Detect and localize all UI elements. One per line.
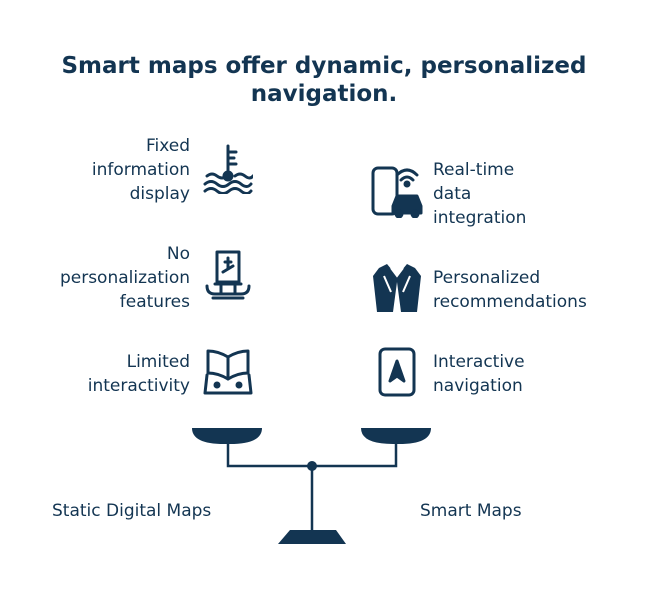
left-item-label-1: Fixed information display	[91, 136, 190, 204]
right-item-label-2: Personalized recommendations	[433, 268, 587, 312]
left-item-label-3: Limited interactivity	[87, 352, 190, 396]
thermometer-waves-icon	[203, 144, 253, 194]
scale-pivot	[307, 461, 317, 471]
right-item-label-1: Real-time data integration	[433, 160, 527, 228]
left-item-label-2: No personalization features	[59, 244, 190, 312]
right-item-label-3: Interactive navigation	[433, 352, 525, 396]
left-pan	[192, 428, 262, 444]
scale-base	[278, 530, 346, 544]
scale-beam	[226, 444, 398, 530]
right-side-label: Smart Maps	[420, 501, 522, 521]
phone-navigation-icon	[378, 347, 416, 399]
left-side-label: Static Digital Maps	[52, 501, 212, 521]
phone-car-signal-icon	[371, 166, 423, 218]
open-book-icon	[203, 347, 253, 397]
diagram-title: Smart maps offer dynamic, personalized n…	[61, 53, 587, 107]
right-pan	[361, 428, 431, 444]
sign-post-icon	[203, 250, 253, 302]
suit-jacket-icon	[371, 262, 423, 314]
